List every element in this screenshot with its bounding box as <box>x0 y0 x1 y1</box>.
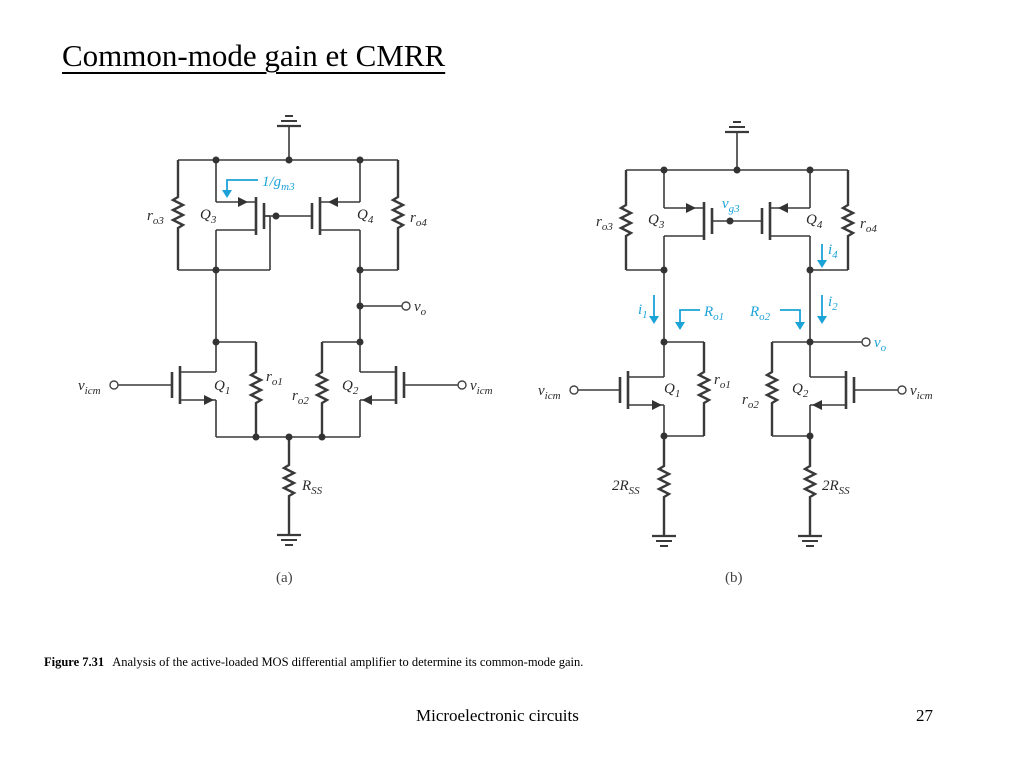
figure-number: Figure 7.31 <box>44 655 105 669</box>
label-i2-b: i2 <box>828 294 838 313</box>
input-terminal-right-b <box>897 385 907 395</box>
input-terminal-left-b <box>569 385 579 395</box>
label-vo-a: vo <box>414 299 427 318</box>
circuit-figure: ro3 Q3 1/gm3 Q4 ro4 vo vicm vicm Q1 ro1 … <box>78 114 933 586</box>
label-vicm-left-b: vicm <box>538 383 561 402</box>
circuit-a: ro3 Q3 1/gm3 Q4 ro4 vo vicm vicm Q1 ro1 … <box>78 114 493 586</box>
label-ro4-a: ro4 <box>410 210 427 229</box>
resistor-ro4-b <box>840 170 856 270</box>
ground-symbol-left-b <box>650 534 678 548</box>
label-q1-b: Q1 <box>664 381 680 400</box>
label-vicm-left-a: vicm <box>78 378 101 397</box>
ground-symbol-a <box>275 533 303 547</box>
resistor-ro2-b <box>764 342 780 436</box>
label-vo-b: vo <box>874 335 887 354</box>
label-q4-a: Q4 <box>357 207 374 226</box>
input-terminal-right-a <box>457 380 467 390</box>
label-q3-b: Q3 <box>648 212 665 231</box>
label-ro1-resistance-b: Ro1 <box>703 304 724 323</box>
label-gm3-a: 1/gm3 <box>262 174 295 193</box>
label-2rss-right-b: 2RSS <box>822 478 850 497</box>
panel-label-a: (a) <box>276 570 293 586</box>
label-ro3-b: ro3 <box>596 214 613 233</box>
label-vicm-right-b: vicm <box>910 383 933 402</box>
label-ro4-b: ro4 <box>860 216 877 235</box>
resistor-ro1-a <box>248 342 264 437</box>
label-q1-a: Q1 <box>214 378 230 397</box>
label-ro2-b: ro2 <box>742 392 759 411</box>
footer-course-title: Microelectronic circuits <box>416 706 579 725</box>
resistor-ro1-b <box>696 342 712 436</box>
label-ro1-a: ro1 <box>266 369 283 388</box>
ro1-arrow-b <box>679 309 700 324</box>
panel-label-b: (b) <box>725 570 743 586</box>
label-q2-b: Q2 <box>792 381 809 400</box>
label-rss-a: RSS <box>301 478 323 497</box>
label-i1-b: i1 <box>638 302 648 321</box>
output-terminal-a <box>401 301 411 311</box>
supply-symbol-b <box>723 120 751 134</box>
resistor-ro2-a <box>314 342 330 437</box>
label-q2-a: Q2 <box>342 378 359 397</box>
resistor-ro3-a <box>170 160 186 270</box>
label-q3-a: Q3 <box>200 207 217 226</box>
label-ro2-resistance-b: Ro2 <box>749 304 771 323</box>
label-q4-b: Q4 <box>806 212 823 231</box>
output-terminal-b <box>861 337 871 347</box>
label-ro3-a: ro3 <box>147 208 164 227</box>
figure-caption: Figure 7.31 Analysis of the active-loaded… <box>44 655 583 670</box>
label-2rss-left-b: 2RSS <box>612 478 640 497</box>
resistor-2rss-left-b <box>656 436 672 536</box>
slide-title: Common-mode gain et CMRR <box>62 38 446 73</box>
input-terminal-left-a <box>109 380 119 390</box>
resistor-ro3-b <box>618 170 634 270</box>
resistor-ro4-a <box>390 160 406 270</box>
label-vg3-b: vg3 <box>722 196 740 215</box>
supply-symbol-a <box>275 114 303 128</box>
resistor-2rss-right-b <box>802 436 818 536</box>
page-number: 27 <box>916 706 933 725</box>
gm3-arrow-a <box>226 179 258 192</box>
caption-text: Analysis of the active-loaded MOS differ… <box>112 655 584 669</box>
resistor-rss-a <box>281 437 297 535</box>
label-ro2-a: ro2 <box>292 388 309 407</box>
label-i4-b: i4 <box>828 242 838 261</box>
label-ro1-b: ro1 <box>714 372 731 391</box>
label-vicm-right-a: vicm <box>470 378 493 397</box>
circuit-b: ro3 Q3 vg3 Q4 ro4 i4 i1 Ro1 Ro2 i2 vo vi… <box>538 120 933 586</box>
ro2-arrow-b <box>780 309 801 324</box>
ground-symbol-right-b <box>796 534 824 548</box>
